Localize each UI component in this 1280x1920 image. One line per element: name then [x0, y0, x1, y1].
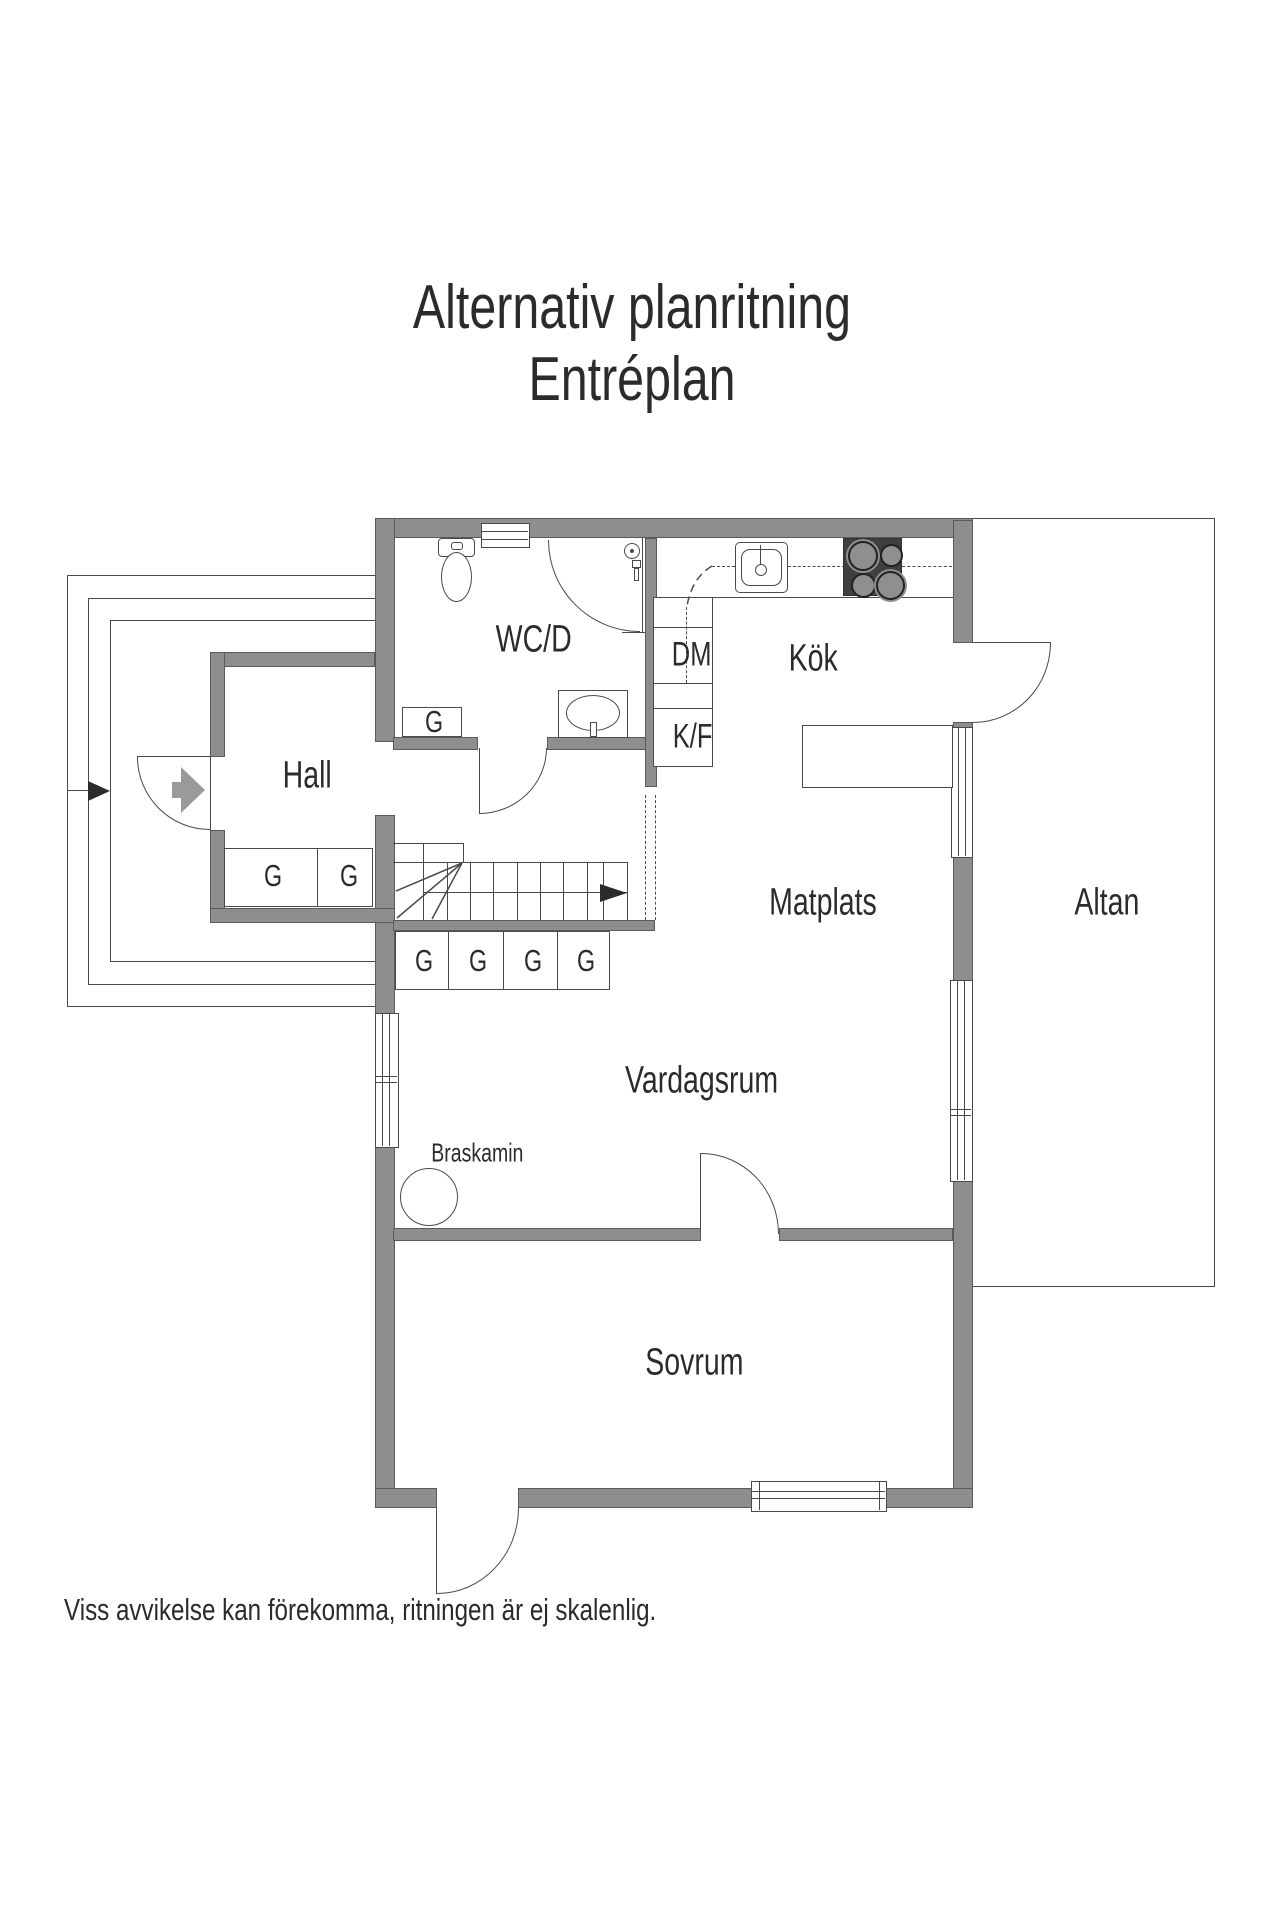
kitchen-sink-tap-dot	[755, 564, 767, 576]
title-line2: Entréplan	[528, 345, 736, 414]
counter-dashed-line	[712, 566, 735, 567]
page-title: Alternativ planritning Entréplan	[139, 272, 1125, 416]
stair-tread	[587, 862, 588, 920]
room-label-dining: Matplats	[769, 881, 877, 924]
wardrobe-label: G	[576, 943, 596, 978]
burner	[876, 571, 905, 600]
stairs-edge	[393, 862, 627, 863]
wardrobe-label: G	[263, 858, 283, 893]
stairs-direction-arrow-icon	[600, 884, 627, 902]
terrace-outline	[973, 518, 1215, 1287]
entrance-marker-line	[67, 790, 88, 791]
stairs-edge	[393, 843, 463, 844]
wardrobe-label: G	[523, 943, 543, 978]
counter-dashed-line	[788, 566, 845, 567]
wardrobe-row	[395, 931, 610, 990]
wall-wc-bottom-left	[393, 737, 478, 750]
shower-wall-edge	[642, 538, 643, 633]
window	[481, 523, 530, 548]
wardrobe-row	[224, 848, 373, 907]
toilet-bowl	[441, 552, 472, 602]
stairs-edge	[627, 862, 628, 920]
entrance-door-threshold	[210, 757, 211, 830]
wardrobe-divider	[448, 931, 449, 990]
room-label-kitchen: Kök	[788, 637, 838, 680]
disclaimer-text: Viss avvikelse kan förekomma, ritningen …	[64, 1592, 657, 1627]
terrace-door-leaf	[973, 642, 1051, 643]
wall-bedroom-top-left	[393, 1228, 701, 1241]
room-label-fridge-freezer: K/F	[672, 717, 713, 756]
wardrobe-divider	[557, 931, 558, 990]
cabinet-divider	[653, 683, 713, 684]
entrance-door-leaf	[137, 756, 210, 757]
kitchen-counter-edge	[657, 597, 953, 598]
shower-wall-edge	[622, 632, 645, 633]
window	[950, 980, 973, 1182]
burner	[851, 573, 876, 598]
cabinet-divider	[653, 627, 713, 628]
entrance-arrow-icon	[181, 767, 205, 813]
stair-opening-dashed	[655, 795, 656, 920]
burner	[880, 544, 903, 567]
stair-tread	[540, 862, 541, 920]
shower-mixer-icon	[634, 568, 639, 581]
fireplace-icon	[400, 1168, 458, 1226]
washbasin-tap	[590, 722, 597, 737]
stair-tread	[517, 862, 518, 920]
wall-hall-left-upper	[210, 652, 225, 757]
room-label-bathroom: WC/D	[495, 618, 572, 661]
wardrobe-label: G	[414, 943, 434, 978]
kitchen-sink-tap	[760, 545, 761, 565]
stairs-mid-line	[423, 892, 627, 893]
label-fireplace: Braskamin	[431, 1137, 524, 1168]
entrance-direction-icon	[88, 781, 110, 801]
deck-step-outline	[67, 575, 375, 1007]
counter-dashed-line	[686, 607, 687, 683]
title-line1: Alternativ planritning	[412, 273, 852, 342]
window	[751, 1481, 887, 1512]
kitchen-island	[802, 725, 953, 788]
window	[375, 1013, 399, 1148]
window	[951, 727, 973, 858]
wall-stairs-bottom	[393, 920, 655, 931]
stair-tread	[423, 843, 424, 862]
wall-right-upper	[953, 520, 973, 643]
counter-dashed-line	[902, 566, 952, 567]
shower-mixer-icon	[632, 560, 641, 568]
room-label-dishwasher: DM	[671, 635, 712, 674]
wall-bedroom-top-right	[779, 1228, 953, 1241]
room-label-bedroom: Sovrum	[645, 1341, 744, 1384]
wardrobe-label: G	[339, 858, 359, 893]
wall-left-upper	[375, 518, 395, 742]
wardrobe-label: G	[424, 704, 444, 739]
stair-tread	[563, 862, 564, 920]
wardrobe-divider	[317, 848, 318, 907]
stair-tread	[463, 843, 464, 862]
toilet-flush-button	[451, 542, 463, 550]
stair-tread	[493, 862, 494, 920]
washbasin-bowl	[566, 695, 620, 731]
wall-bottom-left	[375, 1488, 437, 1508]
stair-tread	[470, 862, 471, 920]
wardrobe-divider	[503, 931, 504, 990]
room-label-hall: Hall	[282, 754, 332, 797]
stove-icon	[843, 538, 905, 600]
kitchen-cabinet-column	[653, 597, 713, 767]
shower-head-dot	[630, 549, 634, 553]
room-label-living: Vardagsrum	[624, 1059, 779, 1102]
burner	[848, 541, 878, 571]
entrance-arrow-shaft	[172, 782, 182, 798]
stair-opening-dashed	[645, 795, 646, 920]
deck-step-outline	[110, 620, 375, 962]
room-label-terrace: Altan	[1074, 881, 1140, 924]
stair-tread	[423, 862, 424, 920]
cabinet-divider	[653, 708, 713, 709]
wardrobe	[402, 707, 462, 737]
wall-hall-bottom	[210, 908, 395, 923]
wardrobe-label: G	[468, 943, 488, 978]
